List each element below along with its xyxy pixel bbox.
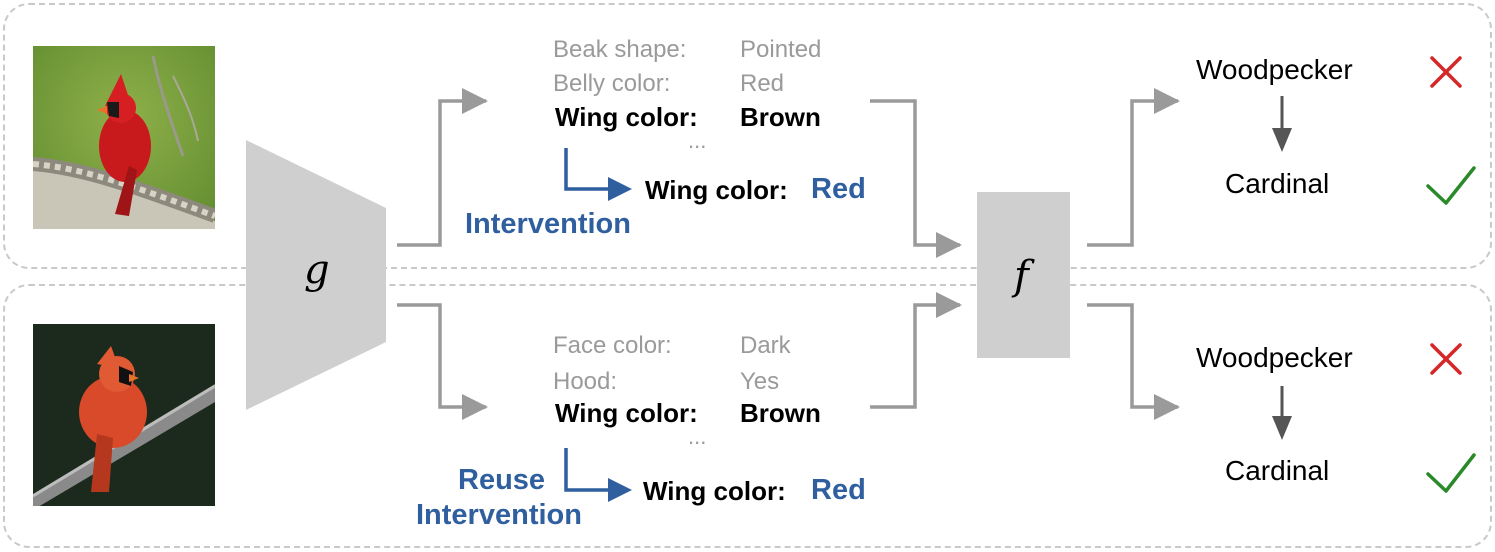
bottom-corrected-concept-name: Wing color:	[643, 476, 786, 506]
top-corrected-concept-value: Red	[811, 173, 866, 205]
top-concept-2-value: Red	[740, 70, 785, 97]
top-prediction-change-arrowhead	[1272, 128, 1292, 152]
bottom-concept-2-name: Hood:	[553, 368, 618, 395]
predictor-symbol: f	[1014, 253, 1029, 299]
bottom-concepts-to-predictor-arrow	[870, 303, 960, 409]
top-concept-2-name: Belly color:	[553, 70, 671, 97]
encoder-to-top-concepts-arrowhead	[462, 88, 488, 114]
top-cardinal-photo	[33, 46, 215, 229]
top-concept-1-name: Beak shape:	[553, 36, 687, 63]
top-check-icon	[1426, 166, 1476, 205]
bottom-concept-1-name: Face color:	[553, 332, 672, 359]
predictor-to-bottom-prediction-arrow	[1087, 303, 1178, 409]
top-concepts-to-predictor-arrow	[870, 99, 960, 247]
top-prediction-before: Woodpecker	[1196, 54, 1353, 85]
bottom-intervention-arrowhead	[608, 478, 632, 502]
bottom-concept-1-value: Dark	[740, 332, 791, 359]
encoder-block	[246, 140, 386, 410]
encoder-symbol: g	[304, 247, 330, 293]
bottom-concept-3-value: Brown	[740, 398, 821, 428]
bottom-concepts-to-predictor-arrowhead	[936, 292, 962, 318]
top-intervention-arrowhead	[608, 177, 632, 201]
top-concept-3-name: Wing color:	[555, 102, 698, 132]
top-intervention-label: Intervention	[465, 208, 631, 240]
bottom-concept-3-name: Wing color:	[555, 398, 698, 428]
predictor-to-top-prediction-arrowhead	[1154, 88, 1180, 114]
top-concept-3-value: Brown	[740, 102, 821, 132]
bottom-intervention-label-line1: Reuse	[458, 464, 546, 496]
bottom-intervention-label-line2: Intervention	[416, 499, 582, 531]
top-concept-ellipsis: ...	[688, 128, 707, 153]
top-prediction-after: Cardinal	[1225, 168, 1330, 199]
top-intervention-arrow	[564, 148, 612, 191]
bottom-prediction-before: Woodpecker	[1196, 342, 1353, 373]
bottom-prediction-change-arrowhead	[1272, 416, 1292, 440]
top-wrong-icon	[1430, 56, 1462, 88]
bottom-cardinal-photo	[33, 324, 215, 506]
top-concept-1-value: Pointed	[740, 36, 822, 63]
bottom-concept-ellipsis: ...	[688, 424, 707, 449]
bottom-corrected-concept-value: Red	[811, 474, 866, 506]
bottom-wrong-icon	[1430, 343, 1462, 375]
encoder-to-bottom-concepts-arrow	[397, 303, 486, 409]
top-concepts-to-predictor-arrowhead	[936, 232, 962, 258]
encoder-to-bottom-concepts-arrowhead	[462, 394, 488, 420]
top-example-panel	[3, 3, 1492, 269]
bottom-intervention-arrow	[564, 448, 612, 492]
predictor-to-bottom-prediction-arrowhead	[1154, 394, 1180, 420]
predictor-block	[977, 192, 1070, 358]
top-corrected-concept-name: Wing color:	[645, 175, 788, 205]
bottom-concept-2-value: Yes	[740, 368, 780, 395]
predictor-to-top-prediction-arrow	[1087, 99, 1178, 247]
bottom-example-panel	[3, 284, 1492, 548]
bottom-check-icon	[1426, 453, 1476, 493]
bottom-prediction-after: Cardinal	[1225, 455, 1330, 486]
